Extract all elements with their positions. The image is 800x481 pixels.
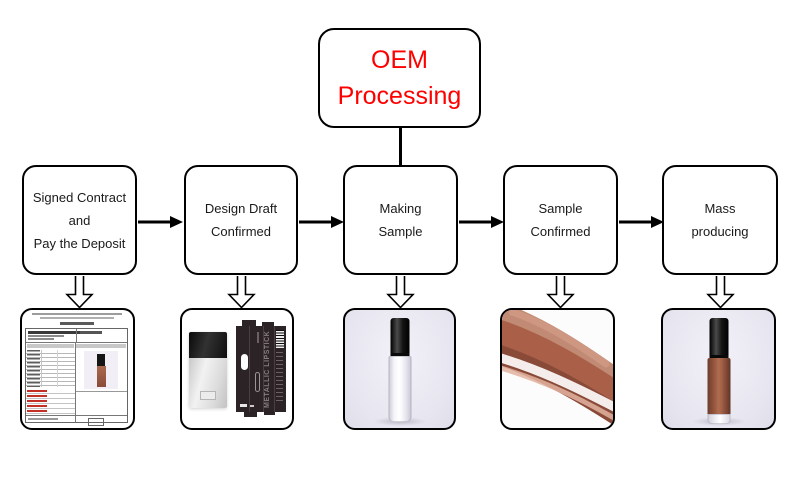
package-box-label: [200, 391, 216, 400]
dieline-mark: [240, 404, 247, 407]
gloss-smear-graphic: [502, 310, 613, 425]
arrow-right-4: [619, 216, 664, 228]
table-rule: [76, 391, 127, 392]
table-divider: [57, 350, 58, 387]
empty-gloss-tube-photo: [343, 308, 456, 430]
stage-label-line: Making: [379, 201, 422, 216]
stage-box-signed-contract: Signed Contract and Pay the Deposit: [22, 165, 137, 275]
dieline-flap: [264, 411, 275, 415]
dieline-flap: [244, 411, 257, 417]
stage-label-line: Mass: [704, 201, 736, 216]
stage-label-line: Confirmed: [530, 224, 591, 239]
package-box-lid: [189, 332, 227, 358]
dieline-mark: [257, 332, 259, 343]
arrow-down-5: [706, 276, 735, 309]
filled-gloss-tube-photo: [661, 308, 776, 430]
table-cell-text: [28, 418, 58, 420]
arrow-right-3: [459, 216, 504, 228]
company-address-line: [28, 338, 54, 340]
oem-title-line1: OEM: [371, 46, 428, 74]
dieline-fine-print: [276, 352, 283, 402]
gloss-tube-cap: [709, 318, 728, 358]
arrow-down-3: [386, 276, 415, 309]
stage-label-line: Sample: [538, 201, 583, 216]
dieline-flap: [262, 322, 274, 327]
dieline-window-cutout: [241, 354, 248, 370]
stage-box-design-draft-confirmed: Design Draft Confirmed: [184, 165, 298, 275]
package-box-base: [189, 357, 227, 408]
table-divider: [76, 329, 77, 342]
dieline-product-name: METALLIC LIPSTICK: [264, 330, 271, 408]
document-header-text: [40, 317, 114, 319]
stage-label-line: producing: [691, 224, 749, 239]
company-name-line: [28, 331, 80, 334]
gloss-swatch-photo: [500, 308, 615, 430]
document-header-text: [32, 313, 122, 315]
table-rule: [26, 342, 127, 343]
red-note-text: [27, 390, 47, 414]
contract-document-photo: [20, 308, 135, 430]
arrow-right-2: [299, 216, 344, 228]
document-table: [25, 328, 128, 426]
stage-label-line: Signed Contract: [32, 189, 127, 205]
arrow-right-1: [138, 216, 183, 228]
table-row-labels: [27, 350, 40, 387]
table-rule: [26, 415, 127, 416]
gloss-tube-glass-bottom: [707, 414, 730, 424]
gloss-tube-body-filled: [707, 358, 730, 414]
stage-label-line: Pay the Deposit: [33, 235, 126, 251]
signature-box: [88, 417, 104, 426]
oem-title-line2: Processing: [337, 82, 462, 110]
table-cell-text: [80, 331, 102, 334]
gloss-tube-cap: [390, 318, 409, 356]
package-box-render: [189, 332, 227, 408]
document-title-bar: [60, 322, 94, 325]
table-column-header: [27, 344, 74, 348]
dieline-fold-line: [263, 326, 264, 412]
table-divider: [41, 350, 42, 387]
gloss-tube-body-clear: [388, 356, 411, 422]
arrow-down-2: [227, 276, 256, 309]
table-column-header: [76, 344, 126, 348]
company-address-line: [28, 335, 64, 337]
dieline-fold-line: [249, 326, 250, 412]
arrow-down-1: [65, 276, 94, 309]
stage-box-making-sample: Making Sample: [343, 165, 458, 275]
arrow-down-4: [546, 276, 575, 309]
gloss-tube-cap-ring: [709, 355, 728, 358]
gloss-tube-cap-ring: [390, 353, 409, 356]
oem-processing-box: OEM Processing: [318, 28, 481, 128]
stage-label-line: and: [68, 212, 91, 228]
package-design-photo: METALLIC LIPSTICK: [180, 308, 294, 430]
stage-box-mass-producing: Mass producing: [662, 165, 778, 275]
gloss-cap: [97, 353, 105, 366]
table-divider: [75, 342, 76, 422]
dieline-window-outline: [255, 372, 260, 392]
dieline-fold-line: [274, 326, 275, 412]
stage-box-sample-confirmed: Sample Confirmed: [503, 165, 618, 275]
connector-oem-to-making-sample: [399, 127, 402, 166]
package-dieline: METALLIC LIPSTICK: [236, 326, 286, 412]
barcode: [276, 330, 284, 348]
stage-label-line: Confirmed: [211, 224, 271, 239]
stage-label-line: Sample: [378, 224, 423, 239]
dieline-mark: [250, 405, 254, 407]
document-product-photo: [84, 351, 118, 389]
gloss-body: [96, 365, 106, 387]
dieline-flap: [242, 320, 256, 327]
stage-label-line: Design Draft: [204, 201, 278, 216]
